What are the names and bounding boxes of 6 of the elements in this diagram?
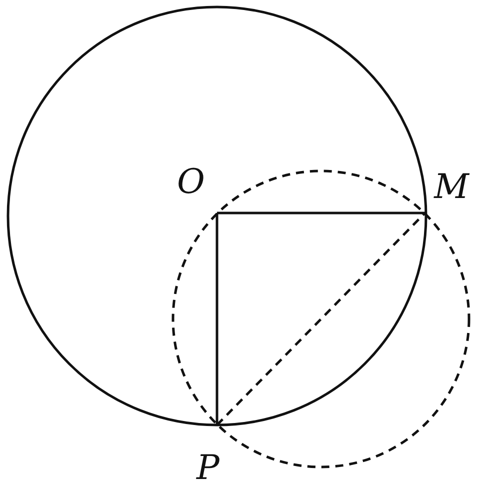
dashed-segment <box>216 212 426 426</box>
point-label: P <box>190 425 230 485</box>
point-label: M <box>425 170 482 213</box>
line-segment <box>216 213 218 425</box>
line-segment <box>217 212 425 214</box>
point-label: O <box>177 165 217 213</box>
